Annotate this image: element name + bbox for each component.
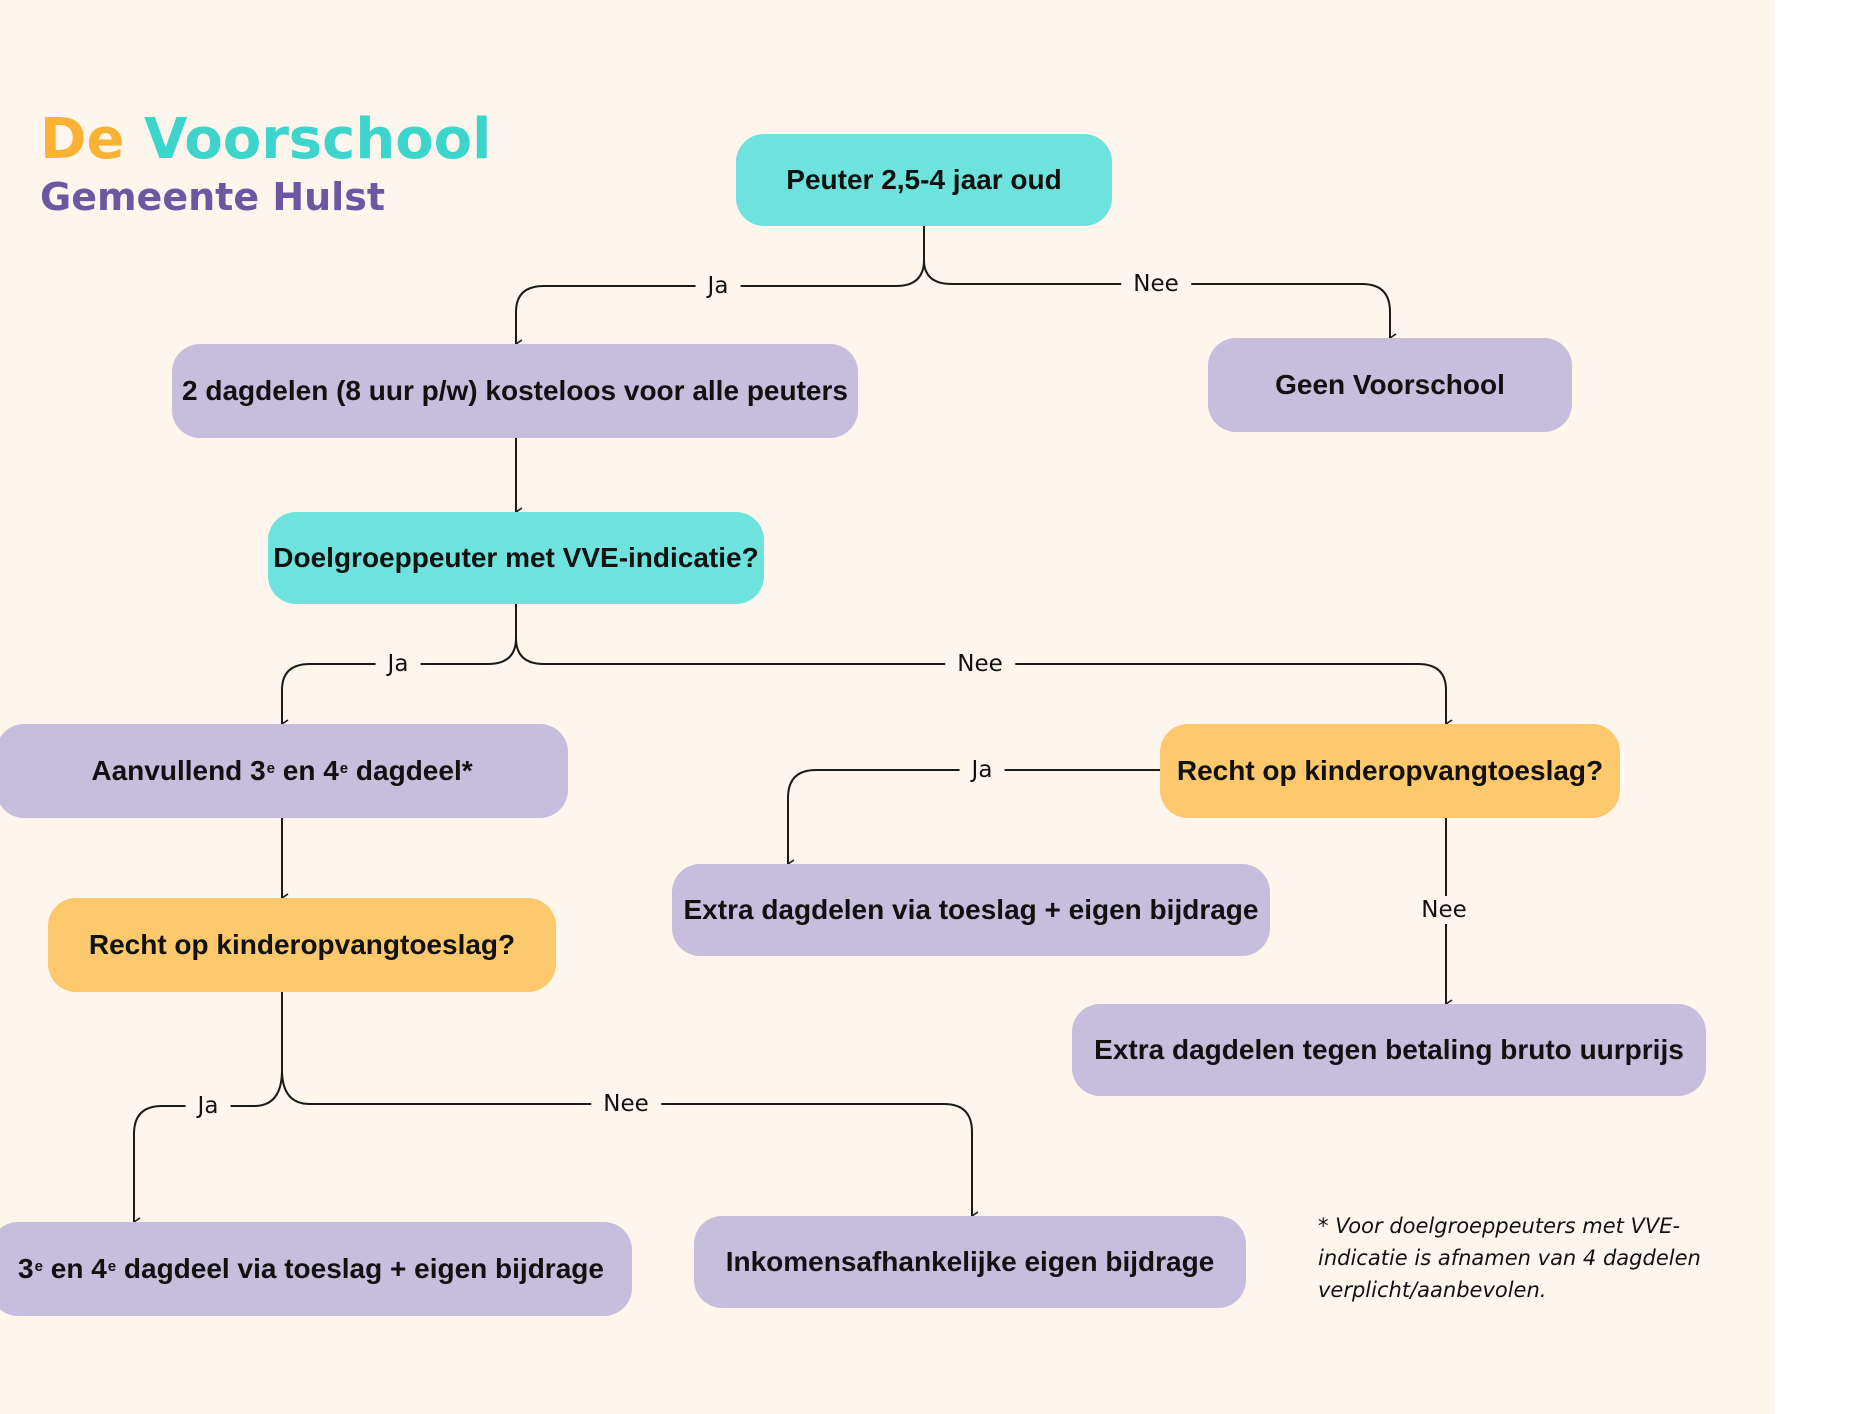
flowchart-canvas: De Voorschool Gemeente Hulst Peuter 2,5-… [0, 0, 1774, 1414]
footnote: * Voor doelgroeppeuters met VVE- indicat… [1318, 1210, 1701, 1306]
aanvullend-text-after: dagdeel* [348, 755, 473, 786]
node-kosteloos-dagdelen: 2 dagdelen (8 uur p/w) kosteloos voor al… [172, 344, 858, 438]
aanvullend-text-before: Aanvullend 3 [91, 755, 266, 786]
aanvullend-sup-2: e [339, 759, 349, 777]
dagdeel-sup-1: e [34, 1257, 43, 1275]
edge-label-vve-nee: Nee [945, 650, 1015, 678]
dagdeel-text-mid: en 4 [42, 1253, 107, 1284]
node-extra-via-toeslag: Extra dagdelen via toeslag + eigen bijdr… [672, 864, 1270, 956]
brand-title: De Voorschool [40, 108, 491, 172]
footnote-line-2: indicatie is afnamen van 4 dagdelen [1318, 1246, 1701, 1270]
edge-toeslag-left-nee [281, 1069, 979, 1221]
edge-label-toeslag-left-nee: Nee [591, 1090, 661, 1118]
edge-label-start-ja: Ja [695, 272, 741, 300]
brand-logo: De Voorschool Gemeente Hulst [40, 108, 491, 222]
edge-label-start-nee: Nee [1121, 270, 1191, 298]
edge-label-toeslag-right-ja: Ja [959, 756, 1005, 784]
node-peuter-leeftijd: Peuter 2,5-4 jaar oud [736, 134, 1112, 226]
node-toeslag-vraag-rechts: Recht op kinderopvangtoeslag? [1160, 724, 1620, 818]
dagdeel-text-before: 3 [18, 1253, 34, 1284]
node-inkomensafhankelijk: Inkomensafhankelijke eigen bijdrage [694, 1216, 1246, 1308]
edge-label-toeslag-left-ja: Ja [185, 1092, 231, 1120]
footnote-line-1: * Voor doelgroeppeuters met VVE- [1318, 1214, 1681, 1238]
edge-start-nee [923, 259, 1397, 343]
edge-vve-nee [515, 637, 1453, 729]
aanvullend-sup-1: e [266, 759, 275, 777]
dagdeel-sup-2: e [107, 1257, 117, 1275]
aanvullend-text-mid: en 4 [274, 755, 339, 786]
edge-label-vve-ja: Ja [375, 650, 421, 678]
footnote-line-3: verplicht/aanbevolen. [1318, 1278, 1547, 1302]
brand-subtitle: Gemeente Hulst [40, 175, 385, 219]
edge-label-toeslag-right-nee: Nee [1409, 896, 1479, 924]
node-geen-voorschool: Geen Voorschool [1208, 338, 1572, 432]
dagdeel-text-after: dagdeel via toeslag + eigen bijdrage [116, 1253, 604, 1284]
node-toeslag-vraag-links: Recht op kinderopvangtoeslag? [48, 898, 556, 992]
node-extra-bruto-uurprijs: Extra dagdelen tegen betaling bruto uurp… [1072, 1004, 1706, 1096]
node-vve-vraag: Doelgroeppeuter met VVE-indicatie? [268, 512, 764, 604]
brand-word-de: De [40, 107, 125, 172]
edge-toeslag-right-ja [786, 769, 1160, 869]
brand-word-voorschool: Voorschool [143, 107, 492, 172]
